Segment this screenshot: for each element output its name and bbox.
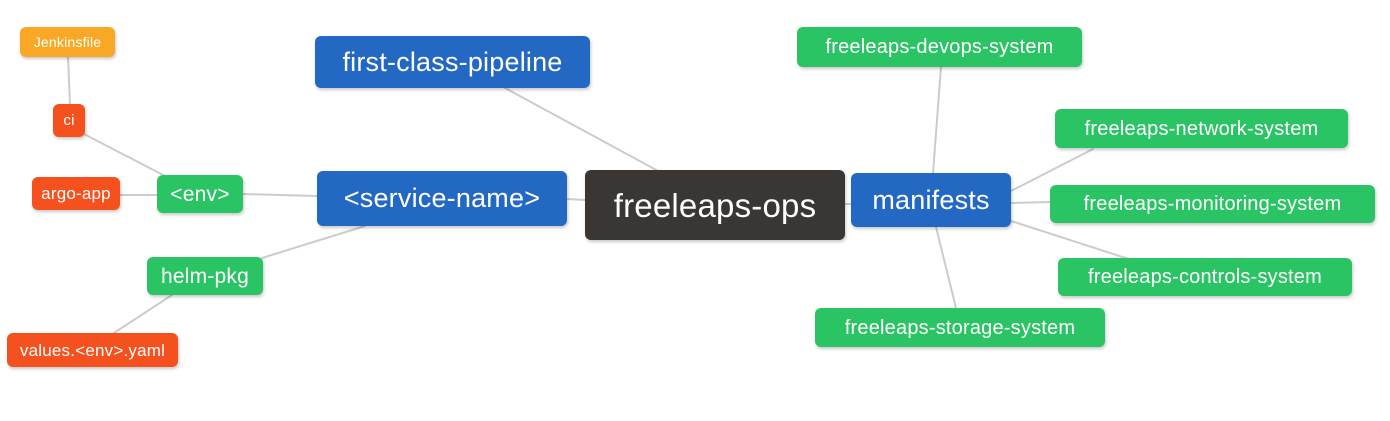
node-label: helm-pkg bbox=[161, 264, 249, 288]
edge-ci-to-env bbox=[83, 133, 166, 177]
edge-env-to-service-name bbox=[242, 193, 318, 197]
node-jenkinsfile[interactable]: Jenkinsfile bbox=[20, 27, 115, 57]
node-label: first-class-pipeline bbox=[342, 46, 563, 77]
node-env[interactable]: <env> bbox=[157, 175, 243, 213]
edge-helm-pkg-to-values-env-yaml bbox=[113, 294, 173, 334]
edge-service-name-to-helm-pkg bbox=[261, 225, 366, 259]
edge-service-name-to-freeleaps-ops bbox=[566, 198, 586, 201]
edge-manifests-to-freeleaps-monitoring-system bbox=[1010, 201, 1051, 204]
node-first-class-pipeline[interactable]: first-class-pipeline bbox=[315, 36, 590, 88]
edge-freeleaps-devops-system-to-manifests bbox=[932, 66, 942, 174]
node-values-env-yaml[interactable]: values.<env>.yaml bbox=[7, 333, 178, 367]
edge-jenkinsfile-to-ci bbox=[67, 56, 71, 105]
node-label: <service-name> bbox=[343, 183, 541, 213]
node-freeleaps-controls-system[interactable]: freeleaps-controls-system bbox=[1058, 258, 1352, 296]
node-freeleaps-monitoring-system[interactable]: freeleaps-monitoring-system bbox=[1050, 185, 1375, 223]
node-helm-pkg[interactable]: helm-pkg bbox=[147, 257, 263, 295]
node-label: freeleaps-devops-system bbox=[825, 36, 1054, 58]
node-label: argo-app bbox=[41, 184, 111, 203]
node-freeleaps-storage-system[interactable]: freeleaps-storage-system bbox=[815, 308, 1105, 347]
node-label: values.<env>.yaml bbox=[19, 340, 166, 360]
edge-manifests-to-freeleaps-network-system bbox=[1010, 148, 1094, 192]
edge-manifests-to-freeleaps-storage-system bbox=[935, 226, 957, 309]
node-ci[interactable]: ci bbox=[53, 104, 85, 137]
node-service-name[interactable]: <service-name> bbox=[317, 171, 567, 226]
node-label: freeleaps-ops bbox=[613, 186, 817, 224]
node-label: freeleaps-network-system bbox=[1084, 117, 1319, 140]
node-freeleaps-devops-system[interactable]: freeleaps-devops-system bbox=[797, 27, 1082, 67]
edge-manifests-to-freeleaps-controls-system bbox=[1010, 220, 1136, 262]
node-freeleaps-ops[interactable]: freeleaps-ops bbox=[585, 170, 845, 240]
node-freeleaps-network-system[interactable]: freeleaps-network-system bbox=[1055, 109, 1348, 148]
node-label: ci bbox=[63, 112, 75, 129]
node-manifests[interactable]: manifests bbox=[851, 173, 1011, 227]
node-label: <env> bbox=[170, 182, 230, 206]
node-label: freeleaps-monitoring-system bbox=[1083, 193, 1342, 215]
node-label: freeleaps-storage-system bbox=[844, 316, 1076, 339]
edge-first-class-pipeline-to-freeleaps-ops bbox=[504, 87, 661, 173]
node-label: freeleaps-controls-system bbox=[1088, 266, 1322, 288]
node-label: Jenkinsfile bbox=[33, 34, 102, 50]
node-label: manifests bbox=[872, 184, 990, 215]
node-argo-app[interactable]: argo-app bbox=[32, 177, 120, 210]
